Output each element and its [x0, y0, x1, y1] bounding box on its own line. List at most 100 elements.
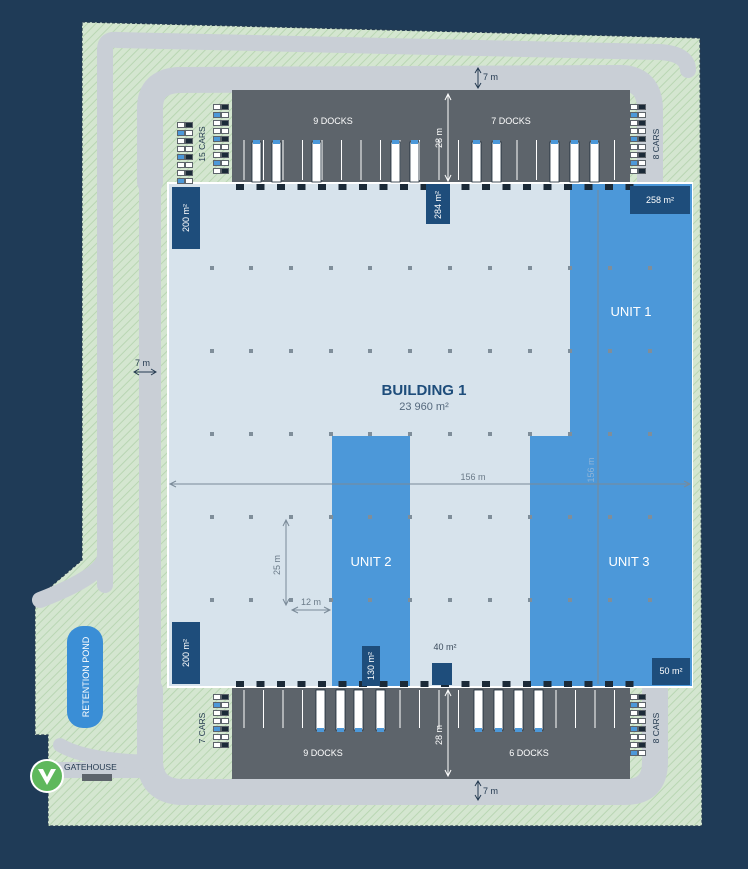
top-right-docks-label: 7 DOCKS	[491, 116, 531, 126]
office-bottom-left	[172, 622, 200, 684]
parked-car	[222, 105, 228, 109]
trailer	[491, 141, 502, 183]
column	[608, 349, 612, 353]
column	[648, 349, 652, 353]
parked-car	[631, 137, 637, 141]
parking-bay	[177, 162, 193, 168]
office-unit2	[362, 646, 380, 686]
bottom-yard-depth-label: 28 m	[434, 725, 444, 745]
column-grid	[210, 266, 652, 602]
column	[368, 432, 372, 436]
parking-bay	[630, 742, 646, 748]
column	[408, 349, 412, 353]
office-bottom-left-label: 200 m²	[181, 639, 191, 667]
dock-door	[318, 681, 326, 687]
trailer	[493, 689, 504, 731]
parked-car	[214, 113, 220, 117]
parked-car	[214, 719, 220, 723]
parked-car	[214, 121, 220, 125]
parked-car	[222, 743, 228, 747]
parking-bay	[177, 122, 193, 128]
column	[528, 515, 532, 519]
parking-bay	[213, 742, 229, 748]
parked-car	[214, 711, 220, 715]
parking-bay	[213, 168, 229, 174]
unit-2-label: UNIT 2	[351, 554, 392, 569]
parked-car	[631, 105, 637, 109]
column	[488, 515, 492, 519]
office-unit2-label: 130 m²	[366, 652, 376, 680]
unit-2	[332, 436, 410, 686]
dock-door	[564, 681, 572, 687]
office-top-left	[172, 187, 200, 249]
trailer-cab	[495, 728, 502, 732]
parked-car	[631, 169, 637, 173]
parking-bay	[213, 128, 229, 134]
dock-door	[277, 184, 285, 190]
dock-door	[379, 184, 388, 190]
top-truck-yard	[232, 90, 630, 185]
column	[368, 515, 372, 519]
parking-bay	[630, 128, 646, 134]
column	[249, 266, 253, 270]
column	[608, 266, 612, 270]
dock-door	[297, 184, 306, 190]
parking-bay	[630, 750, 646, 756]
building-width-label: 156 m	[460, 472, 485, 482]
parked-car	[639, 695, 645, 699]
parking-bay	[213, 136, 229, 142]
parked-car	[186, 131, 192, 135]
parking-top-right-label: 8 CARS	[651, 128, 661, 159]
column	[368, 349, 372, 353]
dock-door	[625, 184, 634, 190]
trailer-cab	[411, 140, 418, 144]
column	[568, 349, 572, 353]
column	[329, 349, 333, 353]
parking-bay	[630, 710, 646, 716]
column	[568, 598, 572, 602]
parked-car	[631, 719, 637, 723]
trailer	[311, 141, 322, 183]
trailers	[251, 140, 600, 732]
column	[289, 266, 293, 270]
parked-car	[178, 139, 184, 143]
parking-bay	[213, 694, 229, 700]
parked-car	[631, 145, 637, 149]
column	[568, 515, 572, 519]
parked-car	[639, 727, 645, 731]
parked-car	[222, 703, 228, 707]
parked-car	[631, 703, 637, 707]
dock-door	[625, 681, 634, 687]
parked-car	[186, 139, 192, 143]
column	[210, 266, 214, 270]
column	[488, 349, 492, 353]
parked-car	[639, 169, 645, 173]
parked-car	[186, 163, 192, 167]
parked-car	[639, 743, 645, 747]
parked-car	[186, 123, 192, 127]
parked-car	[631, 743, 637, 747]
parked-car	[222, 169, 228, 173]
parked-car	[178, 163, 184, 167]
column	[448, 515, 452, 519]
trailer	[251, 141, 262, 183]
parking-bay	[213, 718, 229, 724]
column	[210, 349, 214, 353]
trailer	[271, 141, 282, 183]
dimension-lines	[168, 190, 692, 684]
parked-car	[639, 703, 645, 707]
trailer-cab	[392, 140, 399, 144]
building-area: 23 960 m²	[399, 401, 449, 413]
column	[448, 598, 452, 602]
trailer	[473, 689, 484, 731]
trailer-cab	[355, 728, 362, 732]
parked-car	[639, 161, 645, 165]
dock-door	[236, 184, 244, 190]
parking-bay	[213, 152, 229, 158]
parked-car	[639, 113, 645, 117]
dock-door	[277, 681, 285, 687]
unit-1	[570, 184, 692, 436]
dock-door	[564, 184, 572, 190]
office-40-label: 40 m²	[433, 642, 456, 652]
trailer	[390, 141, 401, 183]
